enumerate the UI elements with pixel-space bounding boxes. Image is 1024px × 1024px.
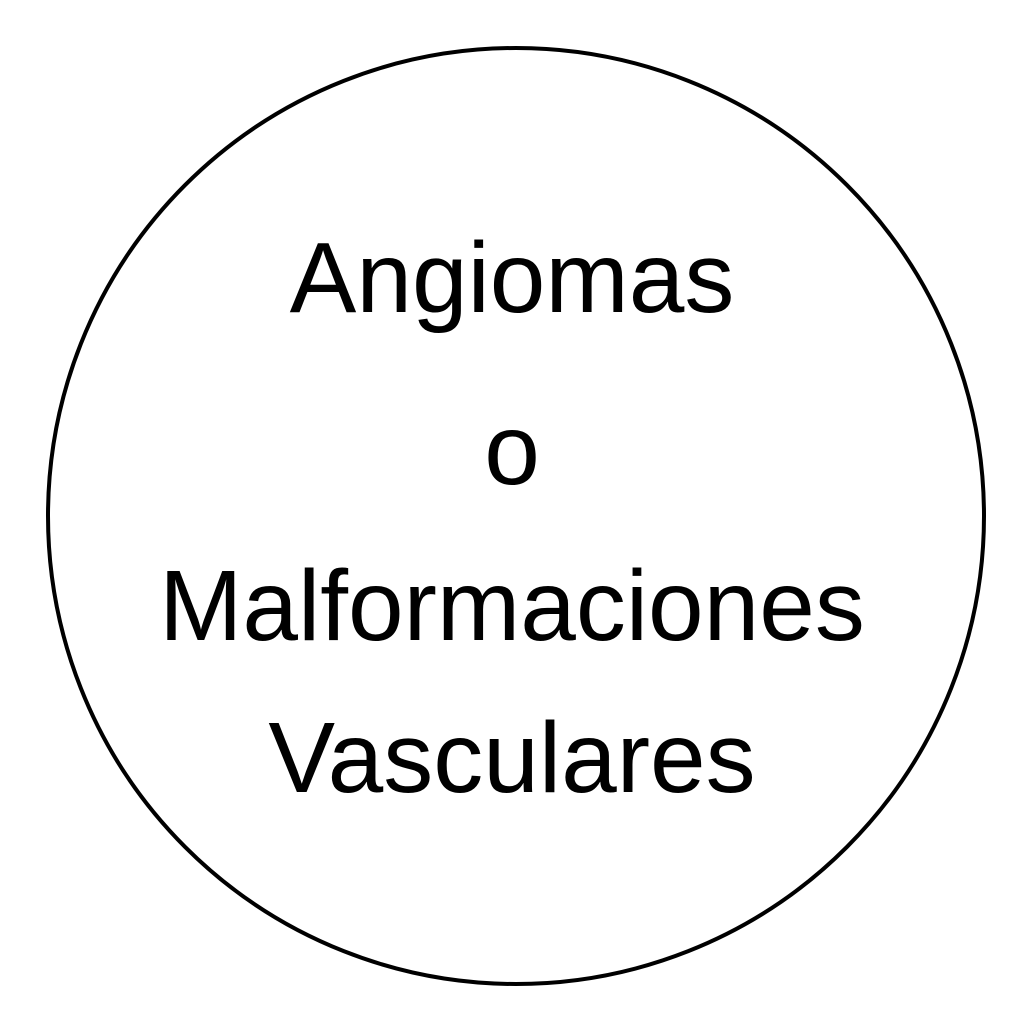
circle-shape bbox=[46, 46, 986, 986]
label-line-3: Malformaciones bbox=[159, 550, 865, 662]
label-line-2: o bbox=[484, 394, 540, 506]
label-line-4: Vasculares bbox=[268, 702, 756, 814]
label-line-1: Angiomas bbox=[289, 222, 735, 334]
